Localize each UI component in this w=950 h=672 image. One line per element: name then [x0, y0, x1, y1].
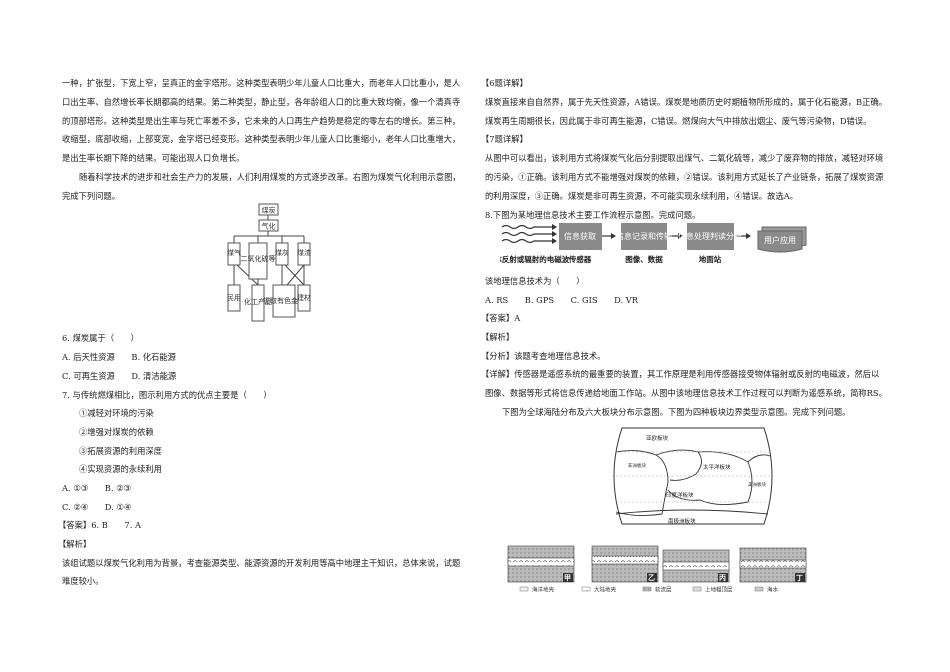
- paragraph-line: 是出生率长期下降的结果。可能出现人口负增长。: [62, 153, 245, 163]
- statement: ②增强对煤炭的依赖: [79, 427, 154, 437]
- flow-transmit: 信息记录和传输: [616, 231, 672, 241]
- flow-acquire: 信息获取: [564, 231, 596, 241]
- flow-box: [559, 223, 602, 250]
- detail-line: 【详解】传感器是遥感系统的最重要的装置，其工作原理是利用传感器接受物体辐射或反射…: [481, 369, 880, 379]
- boundary-tag: 丙: [719, 574, 726, 582]
- option-line: C. ②④ D. ①④: [62, 502, 132, 512]
- question-8: 8.下图为某地理信息技术主要工作流程示意图。完成问题。: [485, 210, 701, 220]
- boundary-tag: 甲: [564, 574, 571, 582]
- paragraph-line: 一种，扩张型，下宽上窄，呈真正的金字塔形。这种类型表明少年儿童人口比重大，而老年…: [62, 78, 461, 88]
- option-line: A. RS B. GPS C. GIS D. VR: [485, 295, 639, 305]
- next-intro: 下图为全球海陆分布及六大板块分布示意图。下图为四种板块边界类型示意图。完成下列问…: [502, 407, 851, 417]
- building-node: 建材: [297, 293, 311, 302]
- slag-node: 煤渣: [297, 248, 311, 257]
- flow-process: 信息处理判读分析: [678, 231, 742, 241]
- detail-line: 煤炭再生周期很长，因此属于非可再生能源，C错误。燃煤向大气中排放出烟尘、废气等污…: [485, 116, 872, 126]
- caption-sensor: 传感器: [568, 254, 592, 264]
- paragraph-line: 口出生率、自然增长率长期都高的结果。第二种类型，静止型，各年龄组人口的比重大致均…: [62, 97, 461, 107]
- legend-item: 大陆地壳: [594, 586, 617, 594]
- coal-node: 煤炭: [262, 206, 276, 215]
- option-line: A. 后天性资源 B. 化石能源: [62, 352, 176, 362]
- paragraph-line: 的顶部塔形。这种类型是出生率与死亡率差不多，它未来的人口再生产趋势是稳定的零左右…: [62, 116, 461, 126]
- question-6: 6. 煤炭属于（ ）: [62, 333, 139, 343]
- legend-item: 上地幔顶层: [705, 586, 733, 594]
- plate-label: 印度洋板块: [666, 491, 694, 499]
- option-line: C. 可再生资源 D. 清洁能源: [62, 371, 177, 381]
- plate-map: 亚欧板块 太平洋板块 印度洋板块 南极洲板块 非洲板块 美洲板块: [612, 427, 774, 525]
- rs-workflow-diagram: 信息获取 信息记录和传输 信息处理判读分析 用户应用 物体反射或辐射的电磁波 传…: [500, 223, 807, 264]
- plate-boundary-diagrams: 甲 乙 丙 丁 海洋地壳 大陆地壳 软流层 上地幔顶层 海水: [507, 545, 807, 594]
- metal-node: 提取有色金属: [263, 296, 305, 305]
- detail-line: 煤炭直接来自自然界，属于先天性资源，A错误。煤炭是地质历史时期植物所形成的，属于…: [485, 97, 888, 107]
- detail-line: 的污染，①正确。该利用方式不能增强对煤炭的依赖，②错误。该利用方式延长了产业链条…: [485, 172, 884, 182]
- paragraph-line: 收缩型，底部收缩，上部变宽，金字塔已经变形。这种类型表明少年儿童人口比重缩小，老…: [62, 134, 461, 144]
- plate-label: 南极洲板块: [668, 517, 696, 525]
- paragraph-line: 随着科学技术的进步和社会生产力的发展，人们利用煤炭的方式逐步改革。右图为煤炭气化…: [79, 172, 461, 182]
- boundary-tag: 丁: [796, 574, 803, 582]
- plate-label: 美洲板块: [748, 481, 766, 488]
- statement: ③拓展资源的利用深度: [79, 446, 162, 456]
- analysis-line: 该组试题以煤炭气化利用为背景，考查能源类型、能源资源的开发利用等高中地理主干知识…: [62, 558, 461, 568]
- flow-user: 用户应用: [764, 235, 796, 245]
- legend-item: 软流层: [655, 586, 672, 594]
- answer: 【答案】A: [481, 313, 521, 323]
- statement: ④实现资源的永续利用: [79, 464, 162, 474]
- plate-label: 非洲板块: [628, 462, 646, 469]
- answer: 【答案】6. B 7. A: [58, 520, 141, 530]
- caption-ground-station: 地面站: [699, 254, 722, 264]
- gasify-node: 气化: [262, 222, 276, 231]
- caption-em-wave: 物体反射或辐射的电磁波: [500, 254, 570, 264]
- detail-7-heading: 【7题详解】: [481, 134, 528, 144]
- paragraph-line: 完成下列问题。: [62, 191, 121, 201]
- gas-node: 煤气: [227, 248, 241, 257]
- caption-image-data: 图像、数据: [625, 254, 663, 264]
- legend-item: 海洋地壳: [532, 586, 555, 594]
- analysis-heading: 【解析】: [58, 539, 92, 549]
- analysis-line: 难度较小。: [62, 576, 104, 586]
- option-line: A. ①③ B. ②③: [62, 483, 131, 493]
- detail-6-heading: 【6题详解】: [481, 78, 528, 88]
- plate-label: 亚欧板块: [646, 434, 669, 442]
- civil-node: 民用: [227, 294, 241, 302]
- analysis-heading: 【解析】: [481, 332, 515, 342]
- legend-item: 海水: [767, 586, 779, 594]
- so2-node: 二氧化硫等: [241, 254, 276, 263]
- question-7: 7. 与传统燃煤相比，图示利用方式的优点主要是（ ）: [62, 390, 272, 400]
- detail-line: 从图中可以看出，该利用方式将煤炭气化后分别提取出煤气、二氧化硫等，减少了废弃物的…: [485, 153, 884, 163]
- coal-gasification-diagram: 煤炭 气化 煤气 二氧化硫等 煤灰 煤渣 民用 化工产品 提取有色金属 建材: [227, 203, 311, 322]
- question-8-text: 该地理信息技术为（ ）: [485, 276, 585, 286]
- ash-node: 煤灰: [275, 248, 289, 257]
- detail-line: 图像、数据等形式将信息传递给地面工作站。从图中该地理信息技术工作过程可以判断为遥…: [485, 388, 887, 398]
- detail-line: 的利用深度，③正确。煤炭是非可再生资源，不可能实现永续利用，④错误。故选A。: [485, 191, 798, 201]
- flow-box: [621, 223, 667, 250]
- analysis-summary: 【分析】该题考查地理信息技术。: [481, 351, 606, 361]
- plate-label: 太平洋板块: [703, 463, 731, 471]
- statement: ①减轻对环境的污染: [79, 408, 154, 418]
- boundary-tag: 乙: [648, 574, 655, 582]
- chem-node: 化工产品: [244, 297, 272, 306]
- flow-box: [687, 223, 734, 250]
